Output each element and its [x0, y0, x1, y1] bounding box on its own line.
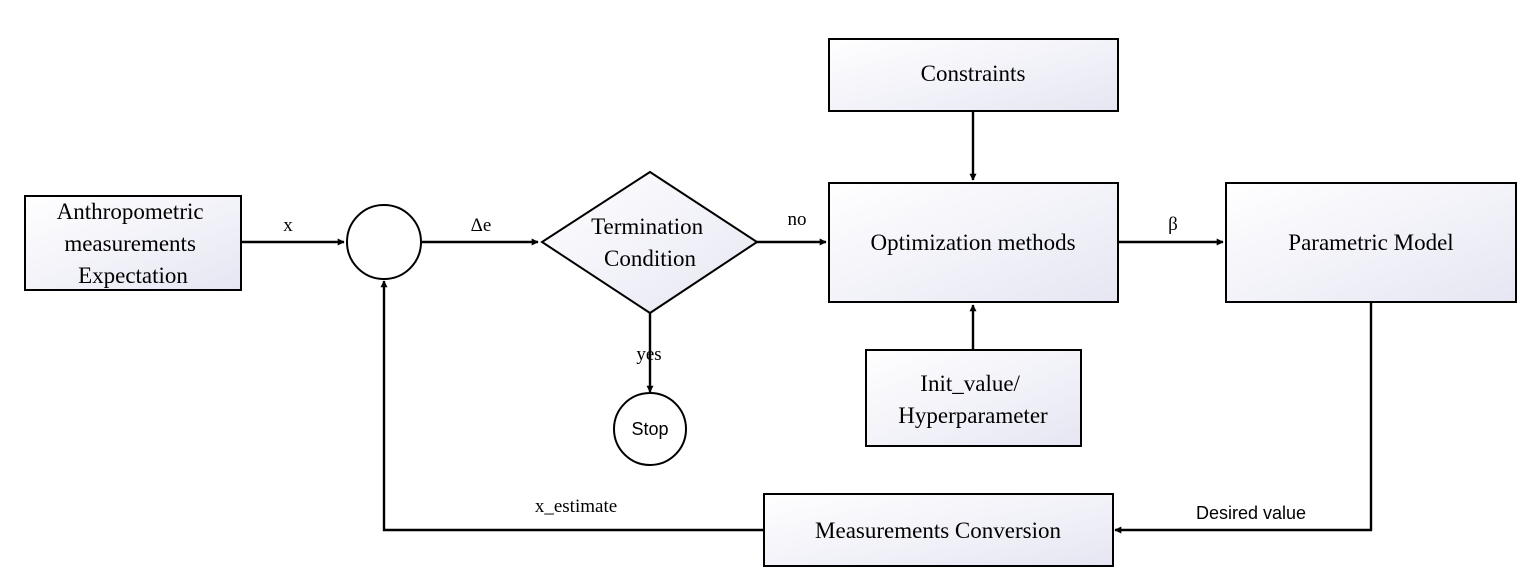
anthropometric-line-1: Anthropometric	[57, 199, 204, 224]
stop-label: Stop	[631, 419, 668, 439]
anthropometric-box: Anthropometric measurements Expectation	[24, 195, 242, 291]
svg-text:Init_value/ Hyperparamet: Init_value/ Hyperparameter	[898, 371, 1048, 428]
parametric-model-box: Parametric Model	[1225, 182, 1517, 303]
edge-conversion-to-sum	[380, 280, 764, 532]
label-x: x	[283, 215, 293, 236]
edge-model-to-conversion	[1114, 302, 1373, 534]
init-value-box: Init_value/ Hyperparameter	[865, 349, 1082, 447]
optimization-box: Optimization methods	[828, 182, 1119, 303]
connectors	[241, 111, 1373, 534]
label-delta-e: Δe	[471, 215, 492, 236]
label-no: no	[788, 209, 807, 230]
label-beta: β	[1168, 214, 1178, 235]
termination-line-1: Termination	[591, 214, 704, 239]
summing-junction	[346, 204, 422, 280]
measurements-conversion-box: Measurements Conversion	[763, 493, 1114, 567]
constraints-label: Constraints	[921, 61, 1026, 86]
label-desired-value: Desired value	[1196, 503, 1306, 523]
measurements-conversion-label: Measurements Conversion	[815, 518, 1061, 543]
stop-node: Stop	[613, 392, 687, 466]
constraints-box: Constraints	[828, 38, 1119, 112]
termination-line-2: Condition	[604, 246, 697, 271]
init-value-line-2: Hyperparameter	[898, 403, 1048, 428]
anthropometric-line-2: measurements	[64, 231, 196, 256]
termination-diamond: Termination Condition	[540, 170, 759, 315]
svg-text:Anthropometric measureme: Anthropometric measurements Expectation	[57, 199, 210, 288]
anthropometric-line-3: Expectation	[78, 263, 188, 288]
parametric-model-label: Parametric Model	[1288, 230, 1453, 255]
init-value-line-1: Init_value/	[920, 371, 1020, 396]
label-x-estimate: x_estimate	[535, 496, 617, 517]
label-yes: yes	[636, 344, 661, 365]
optimization-label: Optimization methods	[870, 230, 1075, 255]
svg-text:Termination Condition: Termination Condition	[591, 214, 709, 271]
